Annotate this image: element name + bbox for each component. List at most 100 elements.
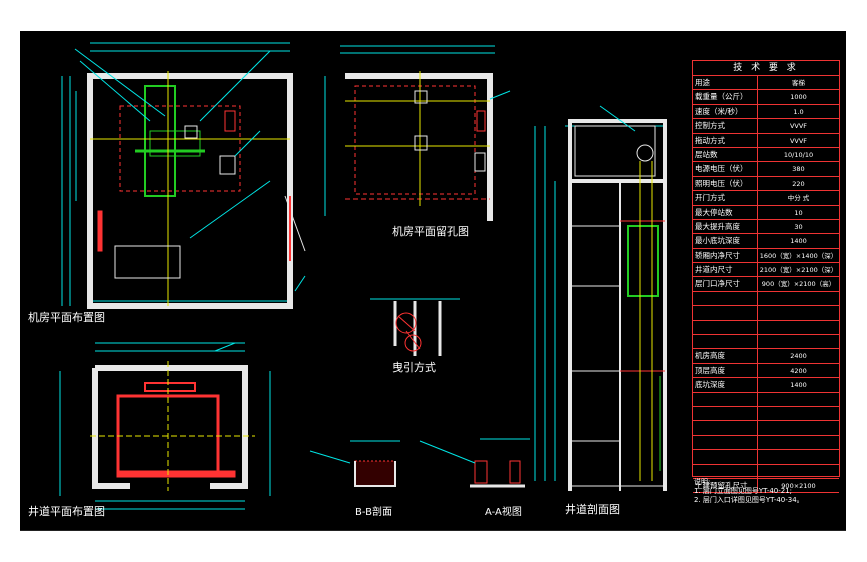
spec-value: 1400 xyxy=(790,237,807,246)
spec-key: 照明电压（伏） xyxy=(693,176,758,191)
spec-key xyxy=(693,406,758,421)
spec-key: 井道内尺寸 xyxy=(693,263,758,277)
spec-key: 控制方式 xyxy=(693,119,758,133)
machine-room-holes xyxy=(324,45,511,221)
spec-value xyxy=(758,335,839,348)
notes-line-2: 2. 层门入口详图见图号YT-40-34。 xyxy=(694,496,804,504)
traction-method-diagram xyxy=(370,298,460,356)
spec-value xyxy=(758,321,839,334)
spec-row xyxy=(693,406,839,422)
spec-row xyxy=(693,450,839,465)
spec-value: VVVF xyxy=(789,136,808,145)
spec-row: 电源电压（伏）380 xyxy=(693,162,839,177)
spec-value: 2100（宽）×2100（深） xyxy=(759,266,838,275)
spec-key: 电源电压（伏） xyxy=(693,162,758,176)
spec-row: 载重量（公斤）1000 xyxy=(693,90,839,105)
spec-key: 用途 xyxy=(693,76,758,90)
spec-value: 30 xyxy=(794,222,803,231)
tech-requirements-title: 技 术 要 求 xyxy=(693,61,839,76)
machine-room-holes-title: 机房平面留孔图 xyxy=(392,225,469,238)
spec-value: 10 xyxy=(794,208,803,217)
spec-row: 机房高度 2400 xyxy=(693,349,839,364)
spec-value: 4200 xyxy=(790,366,807,375)
spec-row xyxy=(693,291,839,307)
machine-room-layout-title: 机房平面布置图 xyxy=(28,311,105,324)
spec-row xyxy=(693,392,839,407)
spec-value xyxy=(758,450,839,463)
spec-value xyxy=(758,393,839,406)
spec-row: 最大提升高度 30 xyxy=(693,219,839,235)
view-aa xyxy=(419,438,530,488)
spec-key: 层站数 xyxy=(693,147,758,162)
spec-value xyxy=(758,292,839,305)
spec-key: 底坑深度 xyxy=(693,378,758,392)
notes-line-1: 1. 层门立面图见图号YT-40-21; xyxy=(694,487,793,495)
section-bb xyxy=(309,440,400,487)
spec-row xyxy=(693,435,839,451)
spec-value: 10/10/10 xyxy=(783,150,814,159)
spec-value: 1600（宽）×1400（深） xyxy=(759,251,838,260)
cad-drawing: 机房平面布置图 机房平面留孔图 曳引方式 井道平面布置图 B-B剖面 A-A视图… xyxy=(20,31,846,531)
spec-key: 机房高度 xyxy=(693,349,758,363)
spec-value: 1.0 xyxy=(793,107,804,116)
spec-value xyxy=(758,306,839,319)
spec-value xyxy=(758,407,839,420)
spec-value: 220 xyxy=(792,179,805,188)
spec-key: 土建预留孔尺寸 xyxy=(693,478,758,493)
spec-key: 顶层高度 xyxy=(693,363,758,378)
spec-key: 最大停站数 xyxy=(693,205,758,219)
spec-value: 900×2100 xyxy=(781,481,816,490)
spec-row xyxy=(693,421,839,436)
spec-row: 速度（米/秒） 1.0 xyxy=(693,104,839,120)
spec-value xyxy=(758,465,839,478)
spec-key xyxy=(693,392,758,406)
spec-key xyxy=(693,435,758,450)
spec-value: 客梯 xyxy=(792,79,805,87)
spec-row: 拖动方式 VVVF xyxy=(693,133,839,148)
spec-row: 控制方式 VVVF xyxy=(693,119,839,134)
spec-key xyxy=(693,291,758,306)
traction-method-title: 曳引方式 xyxy=(392,361,436,374)
notes-head: 说明: xyxy=(694,478,711,486)
spec-key: 速度（米/秒） xyxy=(693,104,758,119)
spec-key xyxy=(693,306,758,320)
spec-row xyxy=(693,335,839,350)
spec-key xyxy=(693,335,758,349)
spec-row: 用途 客梯 xyxy=(693,76,839,91)
spec-row: 层站数 10/10/10 xyxy=(693,147,839,163)
spec-key xyxy=(693,320,758,335)
view-aa-title: A-A视图 xyxy=(485,507,522,518)
spec-key: 拖动方式 xyxy=(693,133,758,147)
spec-key xyxy=(693,421,758,435)
spec-value: 2400 xyxy=(790,352,807,361)
spec-row xyxy=(693,464,839,479)
notes: 说明: 1. 层门立面图见图号YT-40-21; 2. 层门入口详图见图号YT-… xyxy=(694,478,804,505)
spec-key: 最大提升高度 xyxy=(693,219,758,234)
spec-key: 开门方式 xyxy=(693,191,758,205)
machine-room-layout xyxy=(61,42,306,309)
spec-key xyxy=(693,450,758,464)
spec-row xyxy=(693,320,839,336)
spec-row: 开门方式 中分 式 xyxy=(693,191,839,206)
spec-value xyxy=(758,436,839,449)
spec-key: 轿厢内净尺寸 xyxy=(693,248,758,263)
spec-row xyxy=(693,306,839,321)
spec-value: 900（宽）×2100（高） xyxy=(761,280,836,289)
spec-key: 最小底坑深度 xyxy=(693,234,758,248)
spec-value: 中分 式 xyxy=(787,194,810,203)
spec-row: 最大停站数 10 xyxy=(693,205,839,220)
spec-row: 照明电压（伏） 220 xyxy=(693,176,839,192)
spec-value: 1000 xyxy=(790,93,807,102)
section-bb-title: B-B剖面 xyxy=(355,507,392,518)
spec-value: VVVF xyxy=(789,122,808,131)
shaft-plan xyxy=(59,342,271,510)
spec-row: 最小底坑深度 1400 xyxy=(693,234,839,249)
shaft-plan-title: 井道平面布置图 xyxy=(28,505,105,518)
spec-row: 土建预留孔尺寸 900×2100 xyxy=(693,478,839,494)
